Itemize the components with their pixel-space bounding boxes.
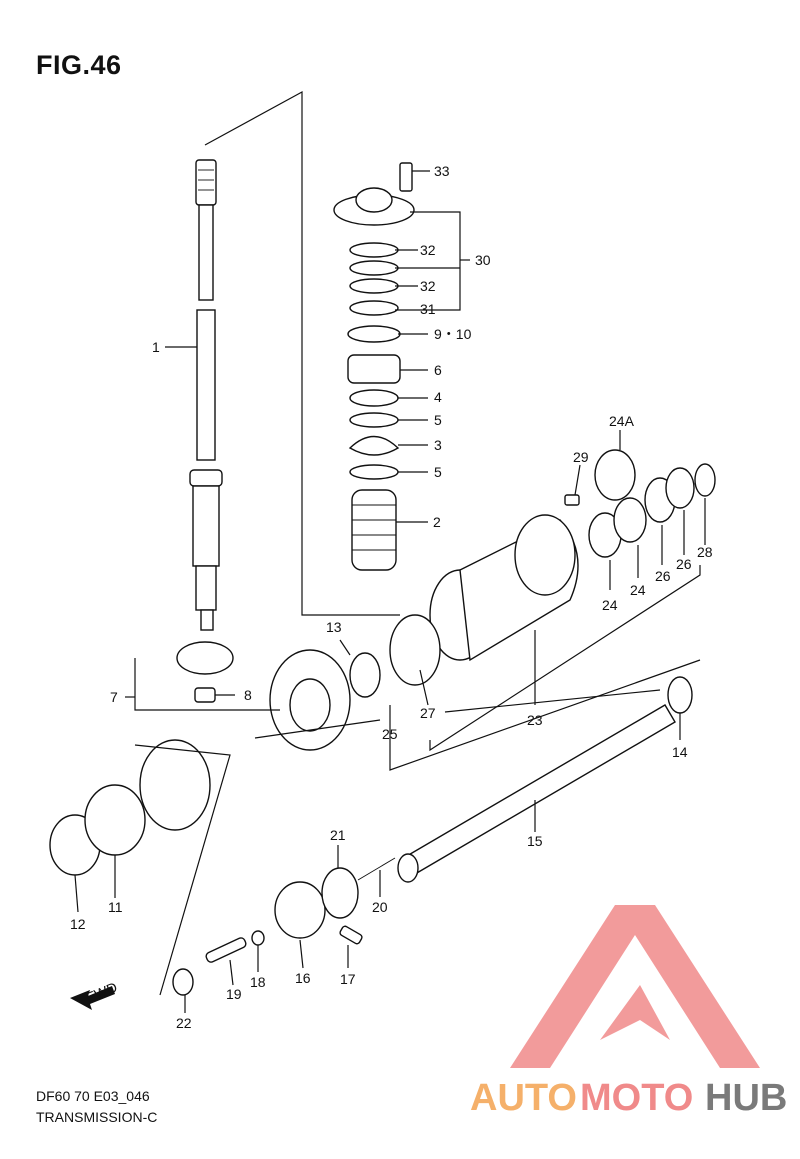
part-label-15: 15	[527, 833, 543, 849]
part-label-24-right: 24	[630, 582, 646, 598]
part-label-24A: 24A	[609, 413, 635, 429]
part-label-27: 27	[420, 705, 436, 721]
forward-gear-assembly	[49, 739, 231, 996]
part-label-32-upper: 32	[420, 242, 436, 258]
part-label-30: 30	[475, 252, 491, 268]
part-label-1: 1	[152, 339, 160, 355]
part-label-26-left: 26	[655, 568, 671, 584]
drive-shaft	[189, 159, 223, 631]
part-label-2: 2	[433, 514, 441, 530]
part-label-9-10: 9・10	[434, 326, 472, 342]
clutch-assembly	[172, 857, 396, 996]
part-label-16: 16	[295, 970, 311, 986]
driveshaft-frame	[204, 90, 400, 616]
part-label-7: 7	[110, 689, 118, 705]
part-label-26-right: 26	[676, 556, 692, 572]
part-label-12: 12	[70, 916, 86, 932]
part-label-18: 18	[250, 974, 266, 990]
forward-direction-indicator: FWD	[70, 979, 119, 1010]
part-label-5-lower: 5	[434, 464, 442, 480]
part-label-6: 6	[434, 362, 442, 378]
part-label-24-left: 24	[602, 597, 618, 613]
part-label-5-upper: 5	[434, 412, 442, 428]
propeller-shaft	[397, 676, 693, 883]
part-label-33: 33	[434, 163, 450, 179]
part-label-13: 13	[326, 619, 342, 635]
part-label-23: 23	[527, 712, 543, 728]
part-label-14: 14	[672, 744, 688, 760]
part-label-17: 17	[340, 971, 356, 987]
part-label-11: 11	[108, 899, 123, 915]
bearing-housing	[349, 514, 579, 698]
part-label-29: 29	[573, 449, 589, 465]
diagram-name: TRANSMISSION-C	[36, 1109, 158, 1125]
figure-title: FIG.46	[36, 50, 122, 80]
watermark-logo	[510, 905, 760, 1068]
reverse-bevel-gear	[269, 649, 351, 751]
pump-housing-stack	[333, 162, 415, 571]
watermark-text-moto: MOTO	[580, 1077, 693, 1119]
part-label-31: 31	[420, 301, 436, 317]
leader-lines	[74, 170, 706, 1013]
pinion-gear	[176, 641, 234, 703]
rear-bearings	[564, 449, 716, 558]
watermark-text-hub: HUB	[705, 1077, 787, 1119]
part-label-32-lower: 32	[420, 278, 436, 294]
part-labels: 1 2 3 4 5 5 6 7 8 9・10 11 12 13 14 15 16…	[70, 163, 713, 1031]
part-label-19: 19	[226, 986, 242, 1002]
part-label-21: 21	[330, 827, 346, 843]
watermark-text-auto: AUTO	[470, 1077, 577, 1119]
part-label-20: 20	[372, 899, 388, 915]
fwd-label: FWD	[84, 979, 120, 1006]
part-label-25: 25	[382, 726, 398, 742]
part-label-22: 22	[176, 1015, 192, 1031]
part-label-4: 4	[434, 389, 442, 405]
part-label-3: 3	[434, 437, 442, 453]
part-label-8: 8	[244, 687, 252, 703]
part-label-28: 28	[697, 544, 713, 560]
diagram-code: DF60 70 E03_046	[36, 1088, 150, 1104]
